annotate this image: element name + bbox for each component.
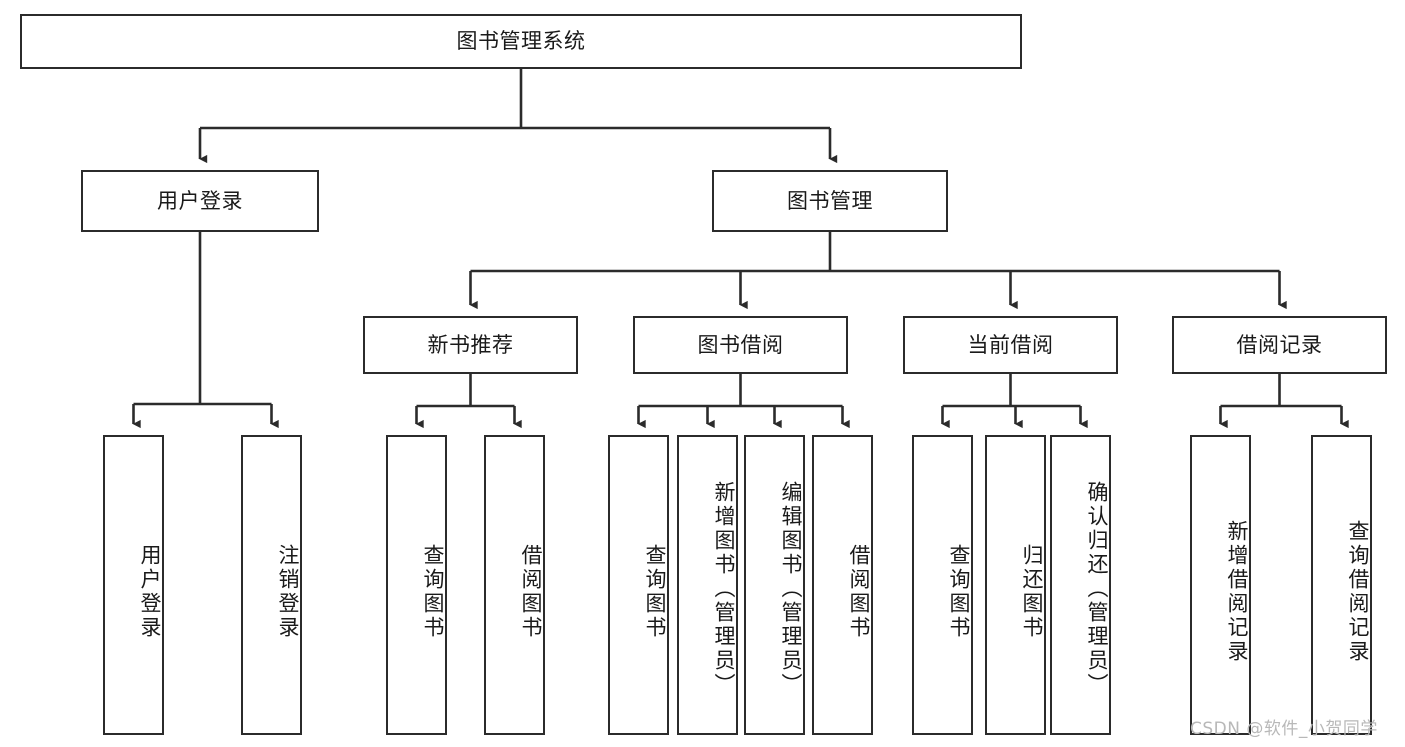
node-label: 归还图书 xyxy=(1020,544,1044,640)
node-leaf-query-book-1[interactable]: 查询图书 xyxy=(386,435,447,735)
node-leaf-query-record[interactable]: 查询借阅记录 xyxy=(1311,435,1372,735)
csdn-watermark: CSDN @软件_小贺同学 xyxy=(1190,719,1378,739)
node-label: 当前借阅 xyxy=(967,332,1054,357)
node-leaf-user-login[interactable]: 用户登录 xyxy=(103,435,164,735)
node-leaf-edit-book[interactable]: 编辑图书（管理员） xyxy=(744,435,805,735)
node-label: 用户登录 xyxy=(138,544,162,640)
node-borrow-record[interactable]: 借阅记录 xyxy=(1172,316,1387,374)
node-label: 新增借阅记录 xyxy=(1225,520,1249,664)
node-leaf-return-book[interactable]: 归还图书 xyxy=(985,435,1046,735)
node-label: 查询图书 xyxy=(947,544,971,640)
node-leaf-confirm-return[interactable]: 确认归还（管理员） xyxy=(1050,435,1111,735)
node-label: 借阅图书 xyxy=(519,544,543,640)
node-label: 新增图书（管理员） xyxy=(712,481,736,697)
node-leaf-borrow-book-1[interactable]: 借阅图书 xyxy=(484,435,545,735)
node-leaf-query-book-3[interactable]: 查询图书 xyxy=(912,435,973,735)
node-book-manage[interactable]: 图书管理 xyxy=(712,170,948,232)
node-label: 图书管理 xyxy=(787,188,873,213)
node-label: 查询借阅记录 xyxy=(1346,520,1370,664)
node-leaf-add-record[interactable]: 新增借阅记录 xyxy=(1190,435,1251,735)
node-label: 查询图书 xyxy=(643,544,667,640)
node-label: 借阅记录 xyxy=(1236,332,1323,357)
node-label: 图书管理系统 xyxy=(456,29,586,54)
node-leaf-add-book[interactable]: 新增图书（管理员） xyxy=(677,435,738,735)
node-root[interactable]: 图书管理系统 xyxy=(20,14,1022,69)
node-label: 借阅图书 xyxy=(847,544,871,640)
node-label: 图书借阅 xyxy=(697,332,784,357)
node-leaf-user-logout[interactable]: 注销登录 xyxy=(241,435,302,735)
node-label: 编辑图书（管理员） xyxy=(779,481,803,697)
node-label: 注销登录 xyxy=(276,544,300,640)
node-book-borrow[interactable]: 图书借阅 xyxy=(633,316,848,374)
node-label: 查询图书 xyxy=(421,544,445,640)
node-leaf-borrow-book-2[interactable]: 借阅图书 xyxy=(812,435,873,735)
node-label: 确认归还（管理员） xyxy=(1085,481,1109,697)
node-user-login[interactable]: 用户登录 xyxy=(81,170,319,232)
node-label: 用户登录 xyxy=(157,188,243,213)
node-new-book-rec[interactable]: 新书推荐 xyxy=(363,316,578,374)
node-label: 新书推荐 xyxy=(427,332,514,357)
node-leaf-query-book-2[interactable]: 查询图书 xyxy=(608,435,669,735)
node-current-borrow[interactable]: 当前借阅 xyxy=(903,316,1118,374)
